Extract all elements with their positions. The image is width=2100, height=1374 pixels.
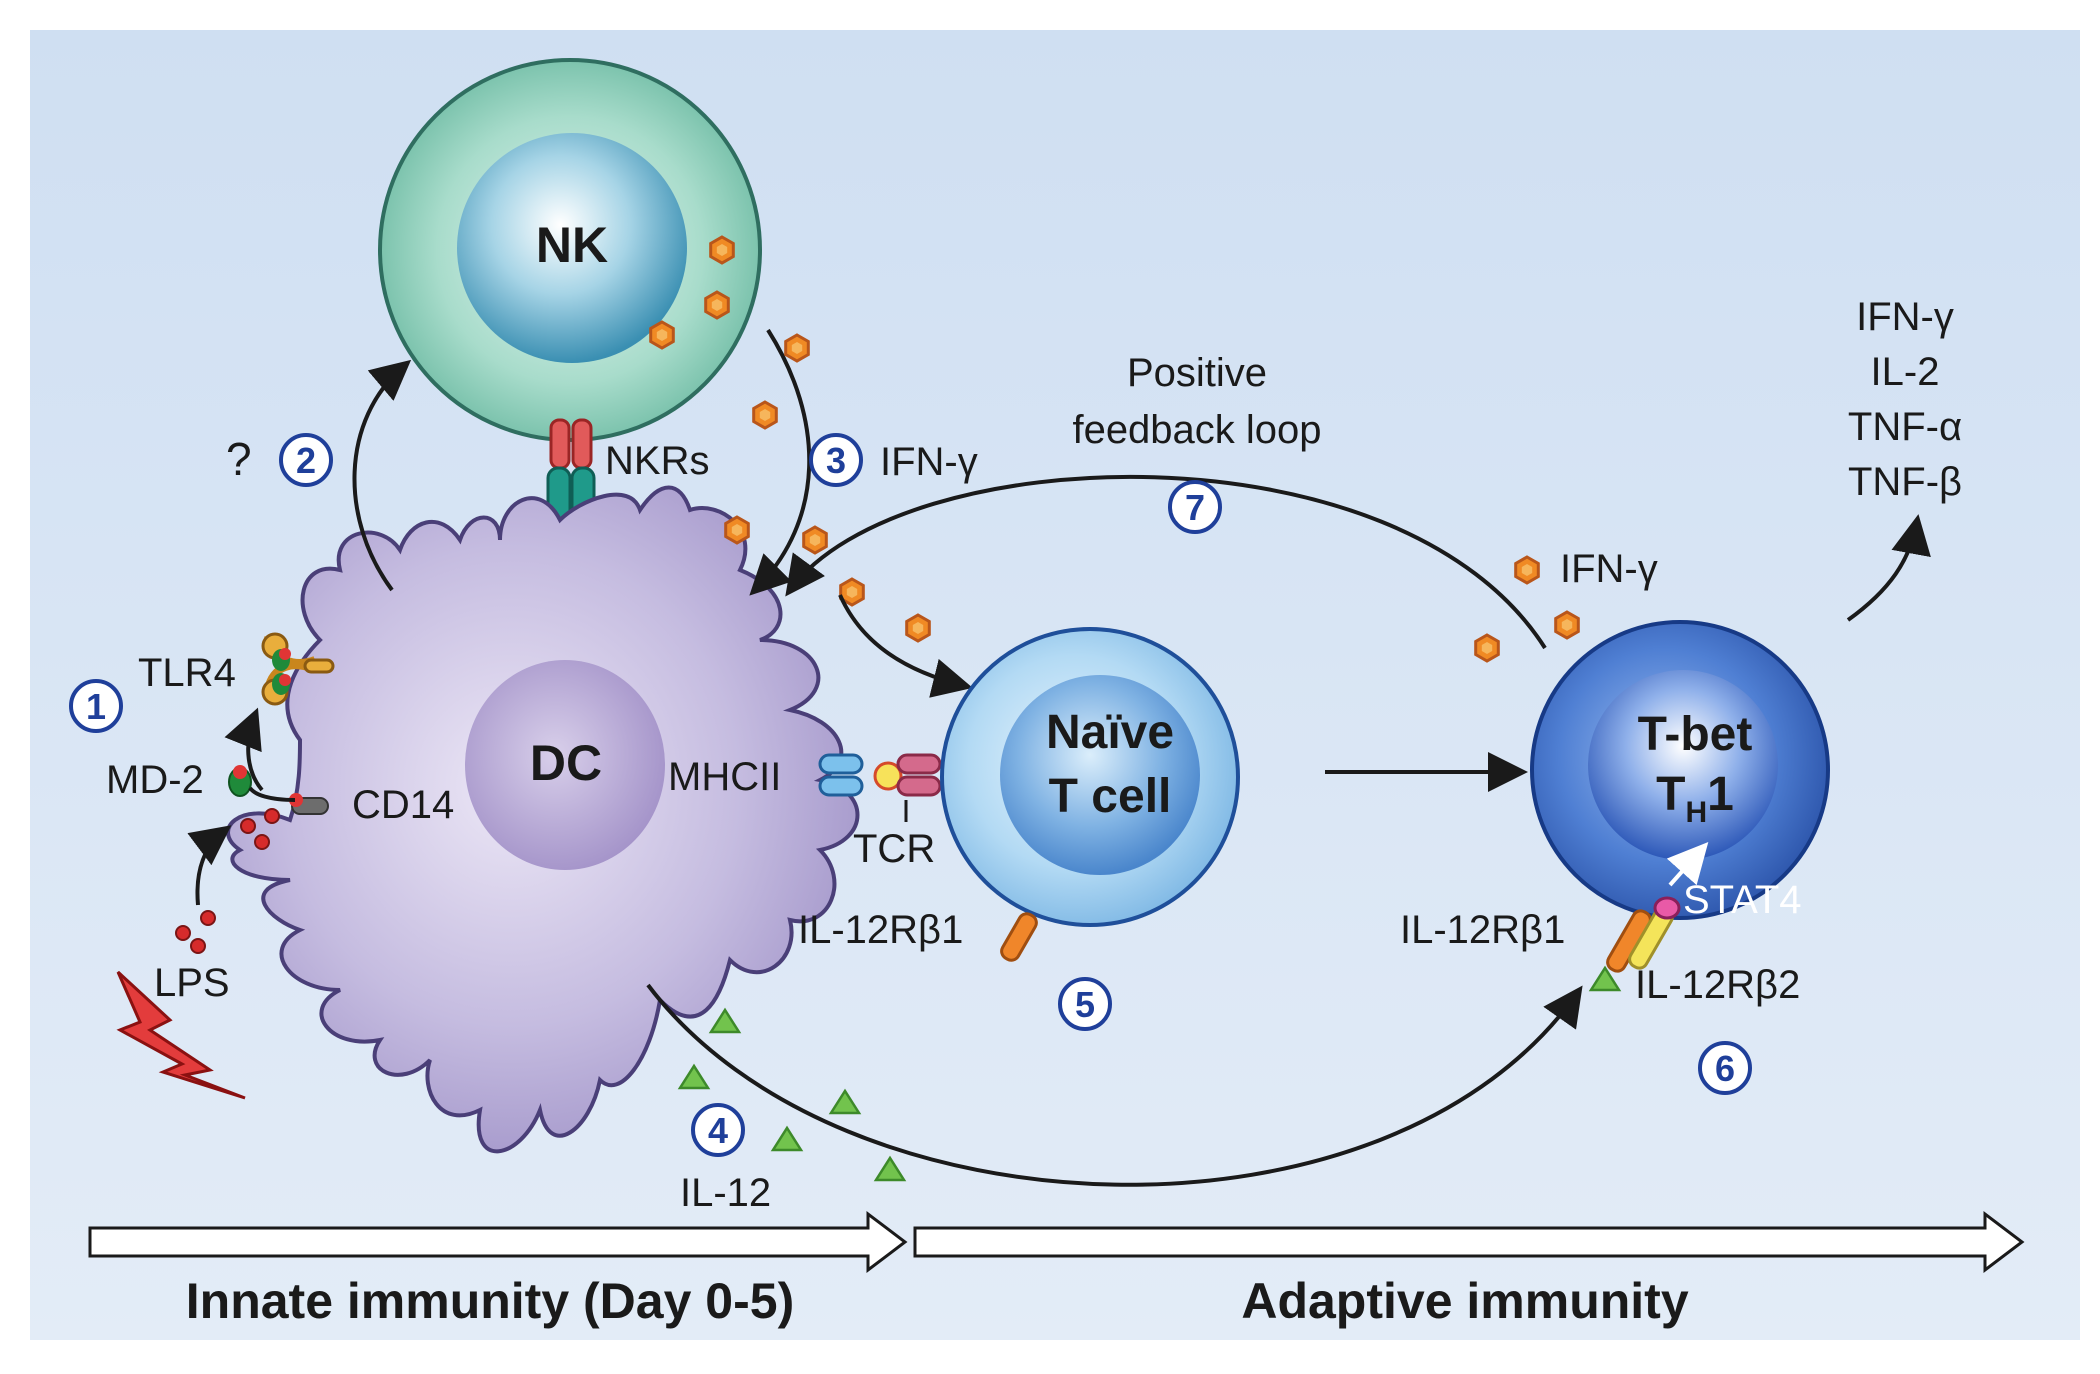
th1-label-line1: T-bet <box>1638 708 1753 761</box>
svg-text:5: 5 <box>1075 984 1095 1025</box>
th1-label-line2: TH1 <box>1656 768 1734 829</box>
naive-label-line2: T cell <box>1049 770 1172 823</box>
cd14-to-md2-arrow <box>248 786 296 802</box>
step-7-badge: 7 <box>1168 480 1222 534</box>
nk-label: NK <box>536 217 608 273</box>
step-1-badge: 1 <box>69 679 123 733</box>
tcr-label: TCR <box>853 827 935 871</box>
th1-label-sub: H <box>1685 796 1707 829</box>
md2-to-tlr4-arrow <box>224 707 264 792</box>
md2-molecule <box>228 765 252 797</box>
th1-cell: T-bet TH1 <box>1530 620 1830 920</box>
il12rb1-naive-label: IL-12Rβ1 <box>798 908 963 952</box>
il12rb1-naive-receptor <box>1000 912 1038 962</box>
svg-text:4: 4 <box>708 1110 728 1151</box>
dc-to-nk-arrow <box>352 359 412 592</box>
th1-label-tail: 1 <box>1707 768 1734 821</box>
nk-to-dc-arrow <box>749 328 812 596</box>
cd14-label: CD14 <box>352 783 454 827</box>
adaptive-phase-arrow <box>913 1210 2025 1274</box>
feedback-label-line1: Positive <box>1127 351 1267 395</box>
md2-label: MD-2 <box>106 758 204 802</box>
lps-label: LPS <box>154 961 230 1005</box>
question-mark: ? <box>226 433 252 485</box>
svg-text:6: 6 <box>1715 1048 1735 1089</box>
mhcii-label: MHCII <box>668 755 781 799</box>
innate-phase-label: Innate immunity (Day 0-5) <box>186 1273 794 1329</box>
output-tnfa: TNF-α <box>1848 405 1962 449</box>
step-5-badge: 5 <box>1058 977 1112 1031</box>
il12rb2-label: IL-12Rβ2 <box>1635 963 1800 1007</box>
svg-text:2: 2 <box>296 440 316 481</box>
output-tnfb: TNF-β <box>1848 460 1962 504</box>
il12-to-th1-arrow <box>646 983 1583 1187</box>
adaptive-phase-label: Adaptive immunity <box>1241 1273 1688 1329</box>
th1-label-t: T <box>1656 768 1685 821</box>
stat4-to-tbet-arrow <box>1666 842 1709 887</box>
th1-outputs-list: IFN-γ IL-2 TNF-α TNF-β <box>1848 295 1962 504</box>
step-2-badge: 2 <box>279 433 333 487</box>
step-6-badge: 6 <box>1698 1041 1752 1095</box>
step-badges: 1 2 3 4 5 6 7 <box>69 433 1752 1157</box>
svg-text:7: 7 <box>1185 487 1205 528</box>
step-3-badge: 3 <box>809 433 863 487</box>
naive-label-line1: Naïve <box>1046 706 1174 759</box>
th1-output-arrow <box>1846 514 1931 622</box>
lps-to-cd14-arrow <box>187 825 232 906</box>
nk-cell: NK <box>378 58 762 442</box>
output-il2: IL-2 <box>1871 350 1940 394</box>
dc-cell: DC <box>226 485 860 1154</box>
svg-text:1: 1 <box>86 686 106 727</box>
innate-phase-arrow <box>88 1210 908 1274</box>
il12rb1-th1-label: IL-12Rβ1 <box>1400 908 1565 952</box>
tlr4-label: TLR4 <box>138 651 236 695</box>
nkrs-label: NKRs <box>605 439 709 483</box>
stat4-label: STAT4 <box>1683 878 1802 922</box>
il12r-complex-th1 <box>1589 896 1681 992</box>
il12-label: IL-12 <box>680 1171 771 1215</box>
step-4-badge: 4 <box>691 1103 745 1157</box>
ifng-nk-label: IFN-γ <box>880 440 978 484</box>
tlr4-receptor <box>261 632 335 706</box>
dc-to-naive-arrow <box>838 594 973 698</box>
naive-t-cell: Naïve T cell <box>940 627 1240 927</box>
lightning-bolt-icon <box>116 970 246 1100</box>
lps-particles <box>175 808 280 954</box>
svg-text:3: 3 <box>826 440 846 481</box>
feedback-loop-arrow <box>785 474 1547 650</box>
dc-label: DC <box>530 735 602 791</box>
ifng-th1-label: IFN-γ <box>1560 547 1658 591</box>
feedback-label-line2: feedback loop <box>1072 408 1321 452</box>
cd14-molecule <box>289 793 329 815</box>
output-ifng: IFN-γ <box>1856 295 1954 339</box>
mhcii-tcr-complex <box>818 753 942 822</box>
